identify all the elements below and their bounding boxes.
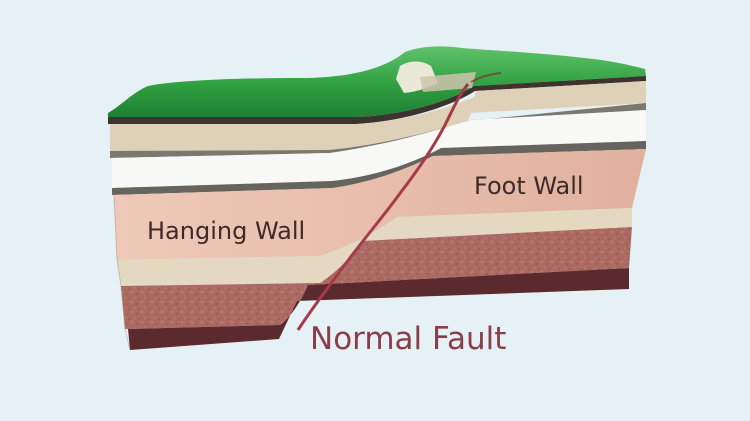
speckled-red-layer: [121, 227, 632, 329]
cream-layer-right: [470, 81, 646, 113]
white-layer: [112, 110, 646, 188]
fault-top-edge: [470, 72, 502, 83]
cream-layer-left: [110, 95, 478, 151]
dark-separator-layer: [112, 141, 646, 195]
cream-mid-layer: [117, 208, 632, 286]
hanging-and-foot-wall-pink-layer: [114, 149, 646, 260]
foot-wall-label: Foot Wall: [474, 172, 584, 200]
normal-fault-label: Normal Fault: [310, 321, 507, 357]
hanging-wall-label: Hanging Wall: [147, 217, 306, 245]
soil-layer: [108, 76, 646, 124]
fault-line: [296, 83, 470, 331]
grass-surface: [108, 46, 646, 118]
front-edge-shading: [113, 194, 131, 351]
bottom-layer: [128, 268, 629, 350]
gray-layer: [110, 103, 646, 158]
fault-scarp-face: [420, 72, 476, 92]
